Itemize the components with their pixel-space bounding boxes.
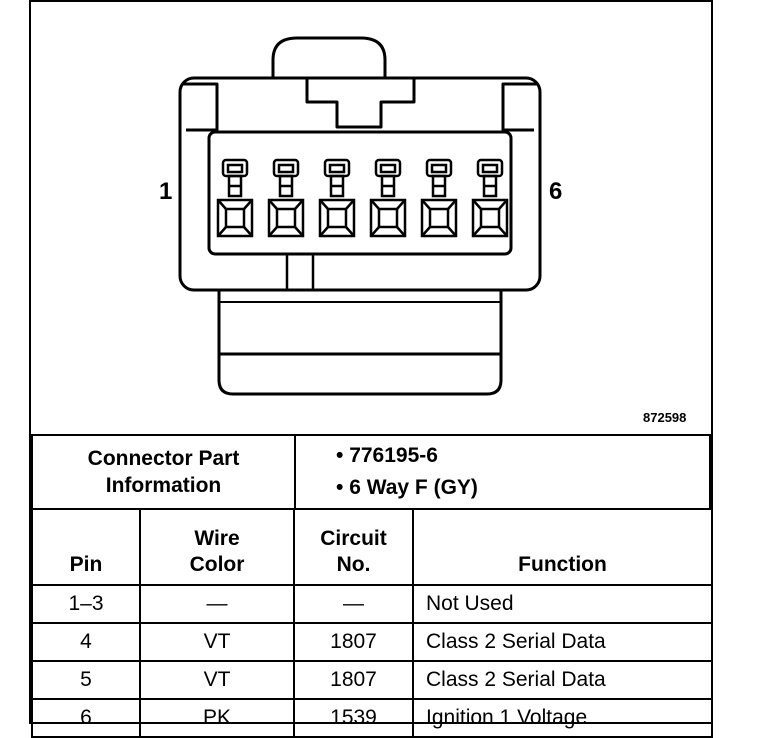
terminal-bevel (345, 226, 355, 237)
circuit-cell: — (293, 584, 414, 624)
terminal-contact (369, 198, 407, 238)
terminal-latch-inner (226, 163, 244, 174)
connector-sheet: 1 6 872598 Connector Part Information • … (29, 0, 713, 738)
pin-function-table: Pin Wire Color Circuit No. Function 1–3 … (31, 508, 713, 738)
terminal-latch-inner (430, 163, 448, 174)
terminal-row (216, 158, 509, 238)
terminal-bevel (294, 199, 304, 210)
terminal-bevel (370, 226, 380, 237)
pin-6-label: 6 (549, 178, 563, 205)
connector-drawing: 1 6 872598 (31, 2, 711, 434)
terminal-contact (216, 198, 254, 238)
connector-info-label: Connector Part Information (31, 434, 296, 510)
lower-body-outline (217, 290, 503, 396)
function-cell: Not Used (412, 584, 713, 624)
terminal-contact-inner (275, 207, 297, 229)
table-row: 4 VT 1807 Class 2 Serial Data (31, 622, 713, 662)
terminal-contact (318, 198, 356, 238)
part-number: • 776195-6 (336, 444, 438, 467)
terminal-latch-inner (328, 163, 346, 174)
terminal-bevel (243, 226, 253, 237)
header-wire-color: Wire Color (139, 508, 295, 586)
terminal-contact (267, 198, 305, 238)
connector-description: • 6 Way F (GY) (336, 476, 478, 499)
pin-cell: 4 (31, 622, 141, 662)
terminal-bevel (421, 199, 431, 210)
terminal-latch (476, 158, 504, 178)
terminal-bevel (421, 226, 431, 237)
terminal-contact (471, 198, 509, 238)
housing-outline (178, 76, 542, 292)
terminal-bevel (498, 226, 508, 237)
terminal-bevel (370, 199, 380, 210)
table-row: 1–3 — — Not Used (31, 584, 713, 624)
terminal-bevel (396, 226, 406, 237)
terminal-contact-inner (377, 207, 399, 229)
connector-info-values: • 776195-6 • 6 Way F (GY) (294, 434, 711, 510)
terminal-bevel (217, 199, 227, 210)
key-notch (305, 79, 416, 129)
terminal-bevel (319, 199, 329, 210)
figure-number: 872598 (643, 410, 687, 425)
function-cell: Ignition 1 Voltage (412, 698, 713, 738)
connector-info-table: Connector Part Information • 776195-6 • … (31, 434, 711, 510)
terminal-bevel (498, 199, 508, 210)
circuit-cell: 1539 (293, 698, 414, 738)
pin-cell: 5 (31, 660, 141, 700)
terminal-bevel (217, 226, 227, 237)
terminal-bevel (396, 199, 406, 210)
terminal-bevel (319, 226, 329, 237)
terminal-contact-inner (479, 207, 501, 229)
terminal-latch-inner (277, 163, 295, 174)
terminal-bevel (447, 199, 457, 210)
function-cell: Class 2 Serial Data (412, 660, 713, 700)
terminal-bevel (268, 199, 278, 210)
wire-color-cell: VT (139, 622, 295, 662)
terminal-bevel (472, 226, 482, 237)
pin-cell: 1–3 (31, 584, 141, 624)
pin-1-label: 1 (159, 178, 173, 205)
connector-face-illustration (178, 36, 542, 396)
terminal-contact (420, 198, 458, 238)
terminal-latch (323, 158, 351, 178)
table-row: 5 VT 1807 Class 2 Serial Data (31, 660, 713, 700)
wire-color-cell: — (139, 584, 295, 624)
terminal-latch (374, 158, 402, 178)
terminal-contact-inner (428, 207, 450, 229)
terminal-latch-inner (379, 163, 397, 174)
terminal-bevel (472, 199, 482, 210)
terminal-bevel (243, 199, 253, 210)
terminal-bevel (294, 226, 304, 237)
header-circuit-no: Circuit No. (293, 508, 414, 586)
terminal-cavity (207, 130, 513, 256)
table-row: 6 PK 1539 Ignition 1 Voltage (31, 698, 713, 738)
wire-color-cell: PK (139, 698, 295, 738)
terminal-latch (425, 158, 453, 178)
circuit-cell: 1807 (293, 622, 414, 662)
terminal-contact-inner (224, 207, 246, 229)
wire-color-cell: VT (139, 660, 295, 700)
terminal-latch (221, 158, 249, 178)
terminal-latch-inner (481, 163, 499, 174)
header-pin: Pin (31, 508, 141, 586)
function-cell: Class 2 Serial Data (412, 622, 713, 662)
pin-cell: 6 (31, 698, 141, 738)
circuit-cell: 1807 (293, 660, 414, 700)
terminal-latch (272, 158, 300, 178)
terminal-bevel (447, 226, 457, 237)
latch-outline (271, 36, 387, 79)
terminal-contact-inner (326, 207, 348, 229)
terminal-bevel (345, 199, 355, 210)
header-function: Function (412, 508, 713, 586)
terminal-bevel (268, 226, 278, 237)
